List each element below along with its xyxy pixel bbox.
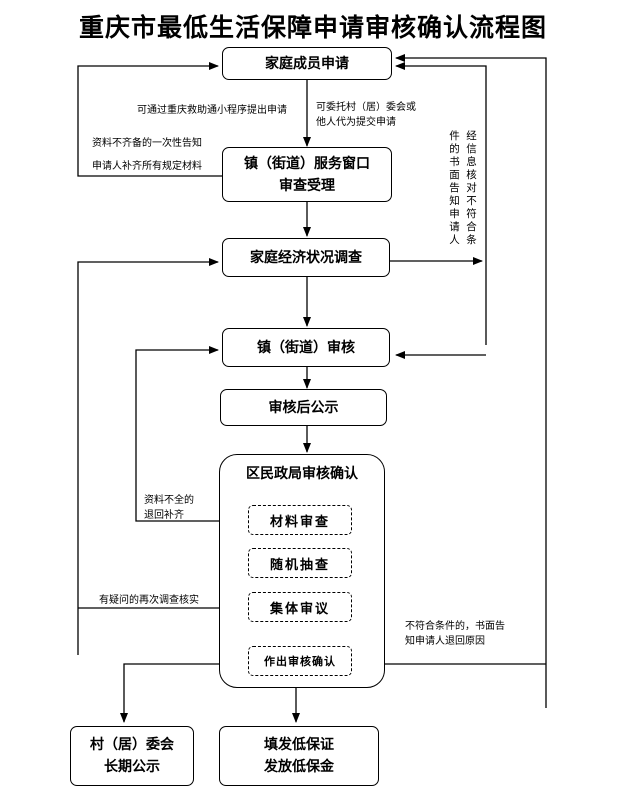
node-service-window: 镇（街道）服务窗口 审查受理: [222, 147, 392, 202]
node-village-publicize: 村（居）委会 长期公示: [70, 726, 194, 786]
loop-return-materials: [135, 346, 248, 522]
node-random-check: 随机抽查: [248, 548, 352, 578]
node-district-title: 区民政局审核确认: [246, 466, 358, 482]
arrow-confirm-to-village: [120, 663, 248, 723]
note-entrust-line2: 他人代为提交申请: [316, 117, 396, 128]
node-economic-investigation: 家庭经济状况调查: [222, 238, 390, 277]
note-doubt: 有疑问的再次调查核实: [99, 595, 199, 606]
node-collective-review: 集体审议: [248, 592, 352, 622]
node-service-window-line1: 镇（街道）服务窗口: [244, 155, 370, 172]
loop-incomplete: [77, 62, 222, 177]
note-entrust-line1: 可委托村（居）委会或: [316, 102, 416, 113]
page-title: 重庆市最低生活保障申请审核确认流程图: [78, 13, 547, 42]
node-village-line2: 长期公示: [104, 759, 160, 775]
note-mini-program: 可通过重庆救助通小程序提出申请: [137, 105, 287, 116]
node-material-review: 材料审查: [248, 505, 352, 535]
loop-doubt: [77, 258, 248, 655]
note-incomplete-line1: 资料不齐备的一次性告知: [92, 138, 202, 149]
loop-reject: [352, 54, 547, 708]
note-incomplete-line2: 申请人补齐所有规定材料: [92, 161, 202, 172]
node-town-review: 镇（街道）审核: [222, 328, 390, 367]
note-return-line1: 资料不全的: [144, 495, 194, 506]
note-ineligible-col2: 件的书面告知申请人: [449, 130, 460, 246]
node-confirm: 作出审核确认: [248, 646, 352, 676]
note-ineligible-col1: 经信息核对不符合条: [466, 130, 477, 246]
note-return-line2: 退回补齐: [144, 510, 184, 521]
node-issue-line2: 发放低保金: [264, 759, 334, 775]
note-reject-line2: 知申请人退回原因: [405, 636, 485, 647]
node-family-apply: 家庭成员申请: [222, 47, 392, 80]
loop-ineligible-to-apply: [395, 62, 487, 345]
node-service-window-line2: 审查受理: [279, 177, 335, 194]
note-reject-line1: 不符合条件的，书面告: [405, 621, 505, 632]
node-issue-certificate: 填发低保证 发放低保金: [219, 726, 379, 786]
node-publicize: 审核后公示: [220, 389, 387, 426]
node-village-line1: 村（居）委会: [90, 737, 174, 753]
node-issue-line1: 填发低保证: [264, 737, 334, 753]
